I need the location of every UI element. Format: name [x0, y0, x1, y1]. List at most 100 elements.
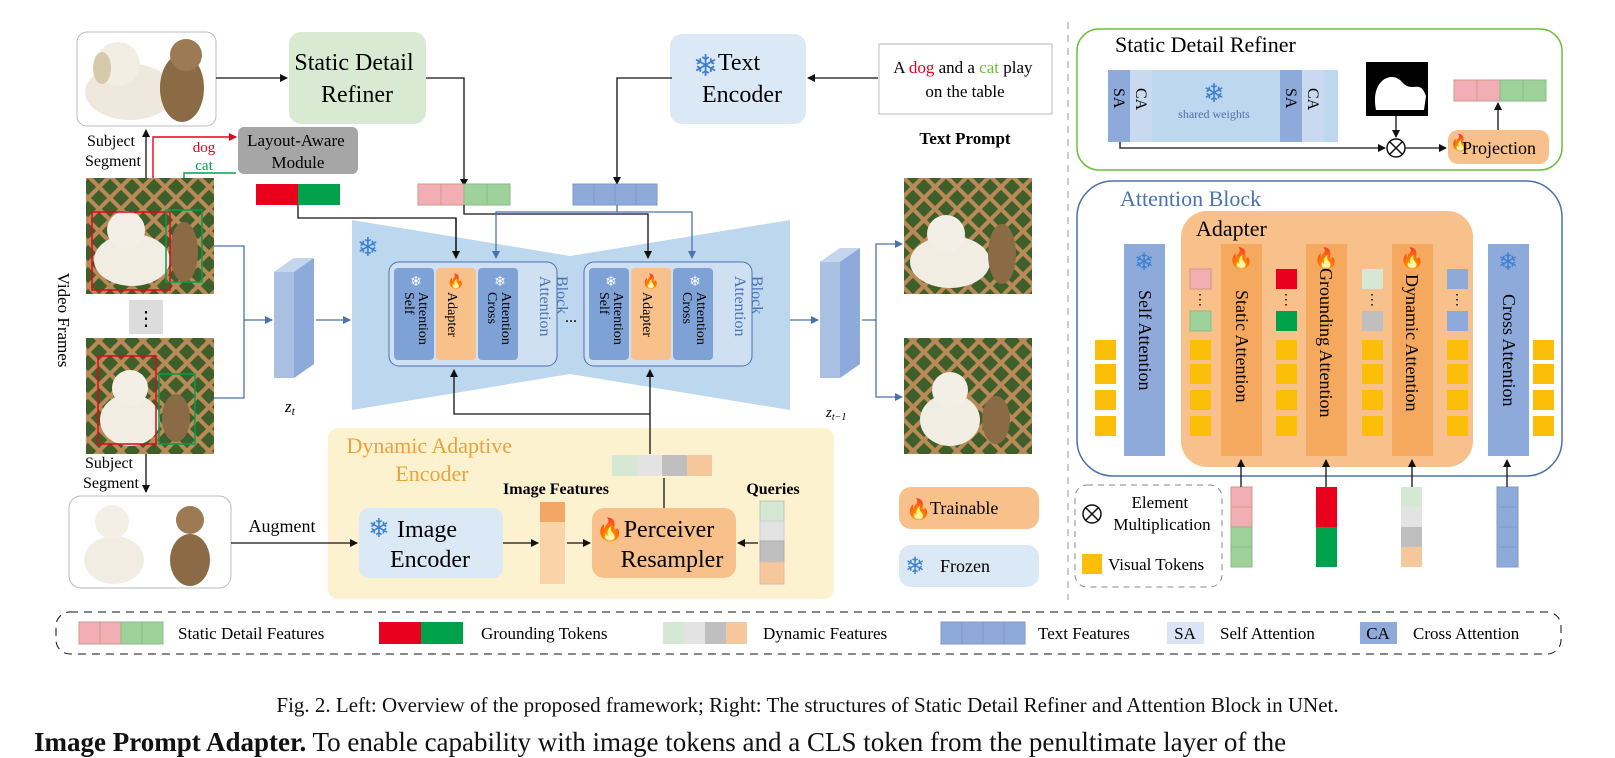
latent-zt-minus-1	[820, 248, 860, 378]
attention-block-2: ❄ ❄ 🔥 Self Attention Adapter Cross Atten…	[583, 261, 765, 367]
dynamic-feature-tokens	[612, 455, 712, 476]
svg-text:Self Attention: Self Attention	[1135, 290, 1155, 391]
svg-text:Cross Attention: Cross Attention	[679, 292, 708, 345]
svg-text:Text Features: Text Features	[1038, 624, 1130, 643]
adapter-input-tokens	[1230, 459, 1519, 568]
svg-text:🔥: 🔥	[642, 273, 659, 290]
dog-label: dog	[193, 140, 216, 156]
svg-text:❄: ❄	[605, 275, 617, 290]
svg-text:Cross Attention: Cross Attention	[1413, 624, 1520, 643]
svg-text:shared weights: shared weights	[1178, 107, 1250, 121]
text-prompt-title: Text Prompt	[919, 129, 1010, 148]
svg-text:A dog and a cat play on: A dog and a cat play on the table	[893, 58, 1037, 101]
video-frames-label: Video Frames	[54, 273, 73, 368]
subject-segment-top-label: Subject Segment	[85, 133, 142, 170]
svg-text:Cross Attention: Cross Attention	[1499, 294, 1519, 407]
layout-aware-module: Layout-Aware Module	[238, 127, 358, 174]
body-text-line: Image Prompt Adapter. To enable capabili…	[34, 727, 1286, 758]
svg-text:Dynamic Features: Dynamic Features	[763, 624, 887, 643]
svg-text:Static Attention: Static Attention	[1232, 290, 1252, 403]
attention-block-1: ❄ ❄ 🔥 Self Attention Adapter Cross Atten…	[388, 261, 570, 367]
feature-legend: Static Detail Features Grounding Tokens …	[55, 611, 1562, 655]
trainable-legend: 🔥 Trainable	[899, 487, 1039, 529]
queries-label: Queries	[746, 481, 799, 498]
svg-text:Perceiver Resampler: Perceiver Resampler	[621, 517, 724, 573]
static-detail-tokens	[417, 183, 511, 206]
svg-text:SA: SA	[1174, 624, 1196, 643]
body-text: To enable capability with image tokens a…	[306, 727, 1287, 757]
augment-label: Augment	[249, 516, 316, 536]
svg-text:Attention Block: Attention Block	[731, 276, 765, 340]
svg-text:Image Encoder: Image Encoder	[390, 517, 470, 573]
svg-text:SA: SA	[1282, 88, 1299, 109]
svg-text:CA: CA	[1366, 624, 1390, 643]
svg-text:⋮: ⋮	[1450, 293, 1464, 308]
svg-text:Static Detail Refiner: Static Detail Refiner	[1115, 32, 1296, 57]
output-frame-1	[904, 178, 1032, 294]
unet-frozen-icon: ❄	[357, 233, 379, 262]
sdr-detail-panel: Static Detail Refiner SA CA SA CA ❄ shar…	[1076, 28, 1563, 171]
output-frame-2	[904, 338, 1032, 454]
attention-block-detail-panel: Attention Block Adapter ❄ Self Attention…	[1076, 180, 1563, 477]
zt-label: zt	[284, 397, 296, 418]
svg-text:Dynamic Attention: Dynamic Attention	[1402, 274, 1422, 411]
svg-text:Dynamic Adaptive Encoder: Dynamic Adaptive Encoder	[346, 433, 517, 486]
svg-text:CA: CA	[1132, 88, 1149, 111]
image-encoder-frozen-icon: ❄	[368, 514, 390, 543]
video-frame-1	[86, 178, 214, 294]
cat-label: cat	[195, 158, 213, 174]
subject-image-top	[76, 31, 217, 127]
shared-weights-snowflake-icon: ❄	[1203, 79, 1225, 108]
operator-legend: Element Multiplication Visual Tokens	[1074, 484, 1223, 588]
subject-image-bottom	[68, 495, 232, 589]
svg-text:Self Attention: Self Attention	[596, 292, 625, 345]
svg-text:Layout-Aware Module: Layout-Aware Module	[247, 131, 349, 172]
svg-text:❄: ❄	[1498, 250, 1518, 276]
svg-text:🔥: 🔥	[1400, 246, 1425, 270]
svg-text:❄: ❄	[494, 275, 506, 290]
perceiver-trainable-icon: 🔥	[596, 517, 623, 542]
dynamic-adaptive-encoder: Dynamic Adaptive Encoder Image Features …	[328, 428, 834, 599]
frozen-legend: ❄ Frozen	[899, 545, 1039, 587]
svg-text:CA: CA	[1304, 88, 1321, 111]
snowflake-icon: ❄	[693, 50, 718, 83]
svg-text:Self Attention: Self Attention	[401, 292, 430, 345]
svg-text:Grounding Tokens: Grounding Tokens	[481, 624, 607, 643]
svg-text:Grounding Attention: Grounding Attention	[1316, 268, 1336, 418]
svg-text:Trainable: Trainable	[930, 498, 998, 518]
svg-text:Attention Block: Attention Block	[536, 276, 570, 340]
svg-text:Adapter: Adapter	[1196, 216, 1268, 241]
body-bold-heading: Image Prompt Adapter.	[34, 727, 307, 757]
svg-text:❄: ❄	[410, 275, 422, 290]
unet-ellipsis: ...	[565, 309, 577, 326]
svg-text:Adapter: Adapter	[444, 292, 459, 337]
svg-text:Projection: Projection	[1462, 138, 1536, 158]
svg-text:Visual Tokens: Visual Tokens	[1108, 555, 1204, 574]
snowflake-icon: ❄	[905, 554, 925, 580]
svg-text:Text Encoder: Text Encoder	[702, 50, 782, 108]
svg-text:Cross Attention: Cross Attention	[484, 292, 513, 345]
svg-text:Adapter: Adapter	[639, 292, 654, 337]
svg-text:❄: ❄	[689, 275, 701, 290]
latent-zt	[274, 258, 314, 378]
image-features-label: Image Features	[503, 481, 609, 498]
svg-text:🔥: 🔥	[447, 273, 464, 290]
text-encoder-box: ❄ Text Encoder	[670, 34, 806, 124]
svg-text:❄: ❄	[1134, 250, 1154, 276]
video-frame-2	[86, 338, 214, 454]
framework-diagram: Subject Segment Static Detail Refiner ❄ …	[54, 22, 1563, 655]
text-feature-tokens	[572, 183, 658, 206]
svg-text:Static Detail Refiner: Static Detail Refiner	[294, 50, 419, 108]
subject-segment-bottom-label: Subject Segment	[83, 455, 140, 492]
projection-trainable-icon: 🔥	[1450, 133, 1470, 152]
svg-text:🔥: 🔥	[1229, 246, 1254, 270]
svg-text:🔥: 🔥	[1314, 246, 1339, 270]
svg-text:Element Multiplication: Element Multiplication	[1113, 493, 1211, 534]
grounding-tokens	[256, 184, 340, 205]
zt-minus-1-label: zt−1	[825, 405, 846, 423]
fire-icon: 🔥	[906, 497, 931, 521]
figure-caption: Fig. 2. Left: Overview of the proposed f…	[276, 693, 1339, 717]
text-prompt-box: A dog and a cat play on the table Text P…	[878, 43, 1053, 148]
static-detail-refiner-box: Static Detail Refiner	[289, 32, 426, 124]
svg-text:Frozen: Frozen	[940, 556, 990, 576]
